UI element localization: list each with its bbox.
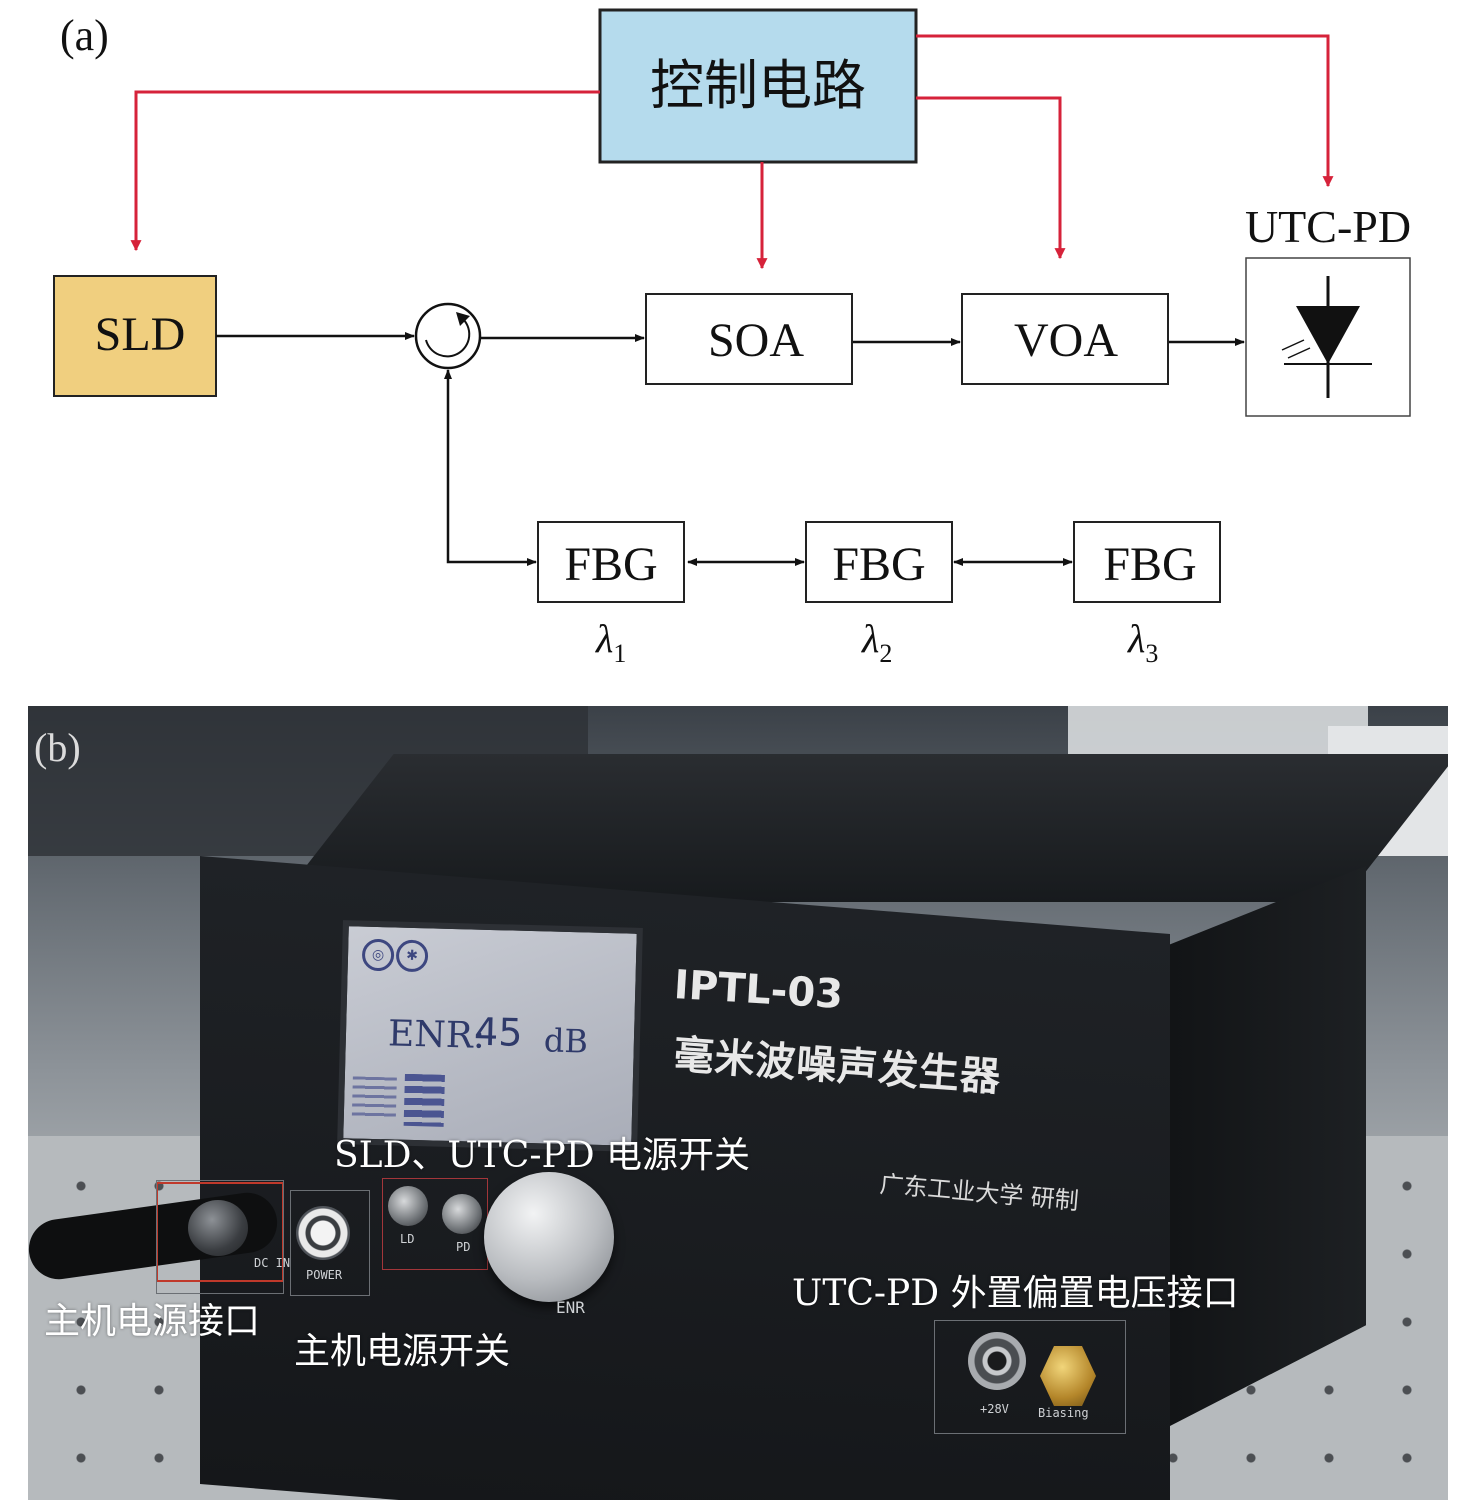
lcd-level-bars-icon — [403, 1073, 445, 1127]
power-button[interactable] — [296, 1206, 350, 1260]
control-to-voa-line — [916, 96, 1066, 260]
annotation-host-power-port: 主机电源接口 — [44, 1301, 261, 1342]
utcpd-label: UTC-PD — [1245, 201, 1411, 252]
ld-label: LD — [400, 1232, 415, 1246]
optical-lines — [216, 332, 1245, 566]
control-to-utcpd-line — [916, 34, 1334, 188]
panel-a-label: (a) — [60, 11, 109, 60]
power-label: POWER — [306, 1268, 343, 1282]
control-lines — [130, 34, 1334, 270]
fbg-wavelength-2: λ2 — [861, 616, 892, 668]
sld-box — [53, 275, 217, 397]
control-to-sld-line — [130, 90, 600, 252]
bias-bnc-connector[interactable] — [968, 1332, 1026, 1390]
dc-in-label: DC IN — [254, 1256, 291, 1270]
photodiode-icon — [1281, 276, 1372, 398]
fbg-label-3: FBG — [1103, 538, 1196, 591]
dc-in-port[interactable] — [188, 1200, 248, 1256]
ld-switch[interactable] — [388, 1186, 428, 1226]
soa-box — [645, 293, 853, 385]
circulator-to-fbg-line — [444, 369, 537, 566]
bluetooth-icon: ✱ — [395, 939, 429, 973]
fbg-label-1: FBG — [564, 538, 657, 591]
circulator — [414, 302, 482, 370]
lcd-enr-unit: dB — [543, 1021, 589, 1061]
voa-box — [961, 293, 1169, 385]
annotation-host-power-switch: 主机电源开关 — [294, 1331, 511, 1372]
lcd-screen: ◎ ✱ ENR: 45 dB — [337, 920, 643, 1152]
fbg-wavelength-3: λ3 — [1127, 616, 1158, 668]
fbg-wavelength-1: λ1 — [595, 616, 626, 668]
device-photo: (b) ◎ ✱ ENR: 45 dB IPTL-03 毫米波噪声发生器 广东工业… — [28, 706, 1448, 1500]
sld-label: SLD — [95, 308, 186, 361]
pd-label: PD — [456, 1240, 471, 1254]
fbg-box-2 — [805, 521, 953, 603]
bias-brass-connector[interactable] — [1040, 1346, 1096, 1406]
circulator-arrow-icon — [425, 317, 471, 358]
lcd-status-text — [351, 1076, 397, 1118]
fbg-label-2: FBG — [832, 538, 925, 591]
voa-label: VOA — [1014, 314, 1118, 367]
lcd-enr-label: ENR: — [387, 1013, 486, 1057]
enclosure-side — [1170, 866, 1366, 1426]
pd-switch[interactable] — [442, 1194, 482, 1234]
bias-panel — [934, 1320, 1126, 1434]
enr-knob[interactable] — [484, 1172, 614, 1302]
annotation-bias-port: UTC-PD 外置偏置电压接口 — [792, 1273, 1239, 1314]
block-diagram: (a) 控制电路 SLD SOA VOA UTC-PD — [53, 8, 1411, 668]
biasing-label: Biasing — [1038, 1406, 1089, 1420]
annotation-sld-pd-switch: SLD、UTC-PD 电源开关 — [334, 1135, 751, 1176]
soa-label: SOA — [708, 314, 804, 367]
power-switch-panel — [290, 1190, 370, 1296]
bias-voltage-label: +28V — [980, 1402, 1009, 1416]
enr-knob-label: ENR — [556, 1298, 585, 1317]
dc-in-panel — [156, 1180, 284, 1294]
panel-b-label: (b) — [34, 725, 81, 770]
control-circuit-box — [598, 8, 918, 164]
control-circuit-label: 控制电路 — [650, 56, 866, 116]
lcd-enr-value: 45 — [473, 1009, 524, 1055]
fbg-box-3 — [1073, 521, 1221, 603]
fbg-box-1 — [537, 521, 685, 603]
settings-icon: ◎ — [361, 938, 395, 972]
